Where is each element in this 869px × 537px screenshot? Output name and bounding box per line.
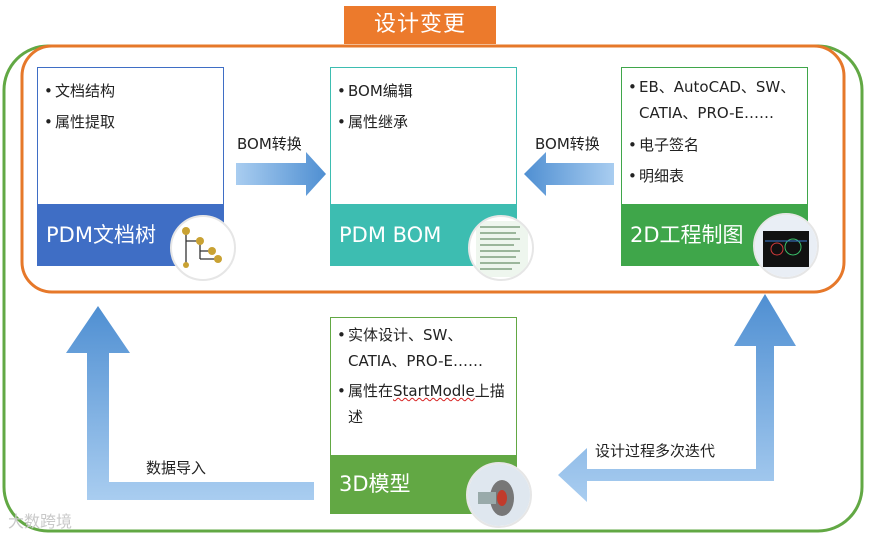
list-item: 文档结构 bbox=[44, 76, 217, 107]
arrow-right-bom bbox=[236, 152, 326, 196]
card-3d-list: 实体设计、SW、CATIA、PRO-E…… 属性在StartModle上描述 bbox=[331, 318, 516, 430]
spellcheck-marked-word: StartModle bbox=[393, 382, 475, 400]
item-text: 属性在 bbox=[348, 382, 394, 400]
list-item: 电子签名 bbox=[628, 130, 801, 161]
bom-convert-label-left: BOM转换 bbox=[237, 135, 302, 153]
3d-part-icon bbox=[466, 462, 532, 528]
watermark-logo: 大数跨境 bbox=[8, 512, 73, 531]
card-2d-list: EB、AutoCAD、SW、CATIA、PRO-E…… 电子签名 明细表 bbox=[622, 68, 807, 192]
bom-convert-label-right: BOM转换 bbox=[535, 135, 600, 153]
change-frame bbox=[20, 44, 846, 294]
card-pdm-bom-list: BOM编辑 属性继承 bbox=[331, 68, 516, 138]
item-text: 上描述 bbox=[348, 382, 505, 426]
list-item: 属性提取 bbox=[44, 107, 217, 138]
list-item: 属性在StartModle上描述 bbox=[337, 378, 510, 430]
list-item: 明细表 bbox=[628, 161, 801, 192]
design-iteration-label: 设计过程多次迭代 bbox=[595, 442, 716, 460]
cad-screen-icon bbox=[753, 213, 819, 279]
design-change-title: 设计变更 bbox=[344, 6, 496, 44]
arrow-design-iteration bbox=[558, 294, 796, 502]
list-item: 属性继承 bbox=[337, 107, 510, 138]
data-import-label: 数据导入 bbox=[146, 459, 207, 477]
list-item: 实体设计、SW、CATIA、PRO-E…… bbox=[337, 322, 510, 374]
arrow-left-bom bbox=[524, 152, 614, 196]
tree-icon bbox=[170, 215, 236, 281]
card-pdm-tree-list: 文档结构 属性提取 bbox=[38, 68, 223, 138]
bom-list-icon bbox=[468, 215, 534, 281]
list-item: BOM编辑 bbox=[337, 76, 510, 107]
arrow-data-import bbox=[66, 306, 314, 500]
list-item: EB、AutoCAD、SW、CATIA、PRO-E…… bbox=[628, 74, 801, 126]
